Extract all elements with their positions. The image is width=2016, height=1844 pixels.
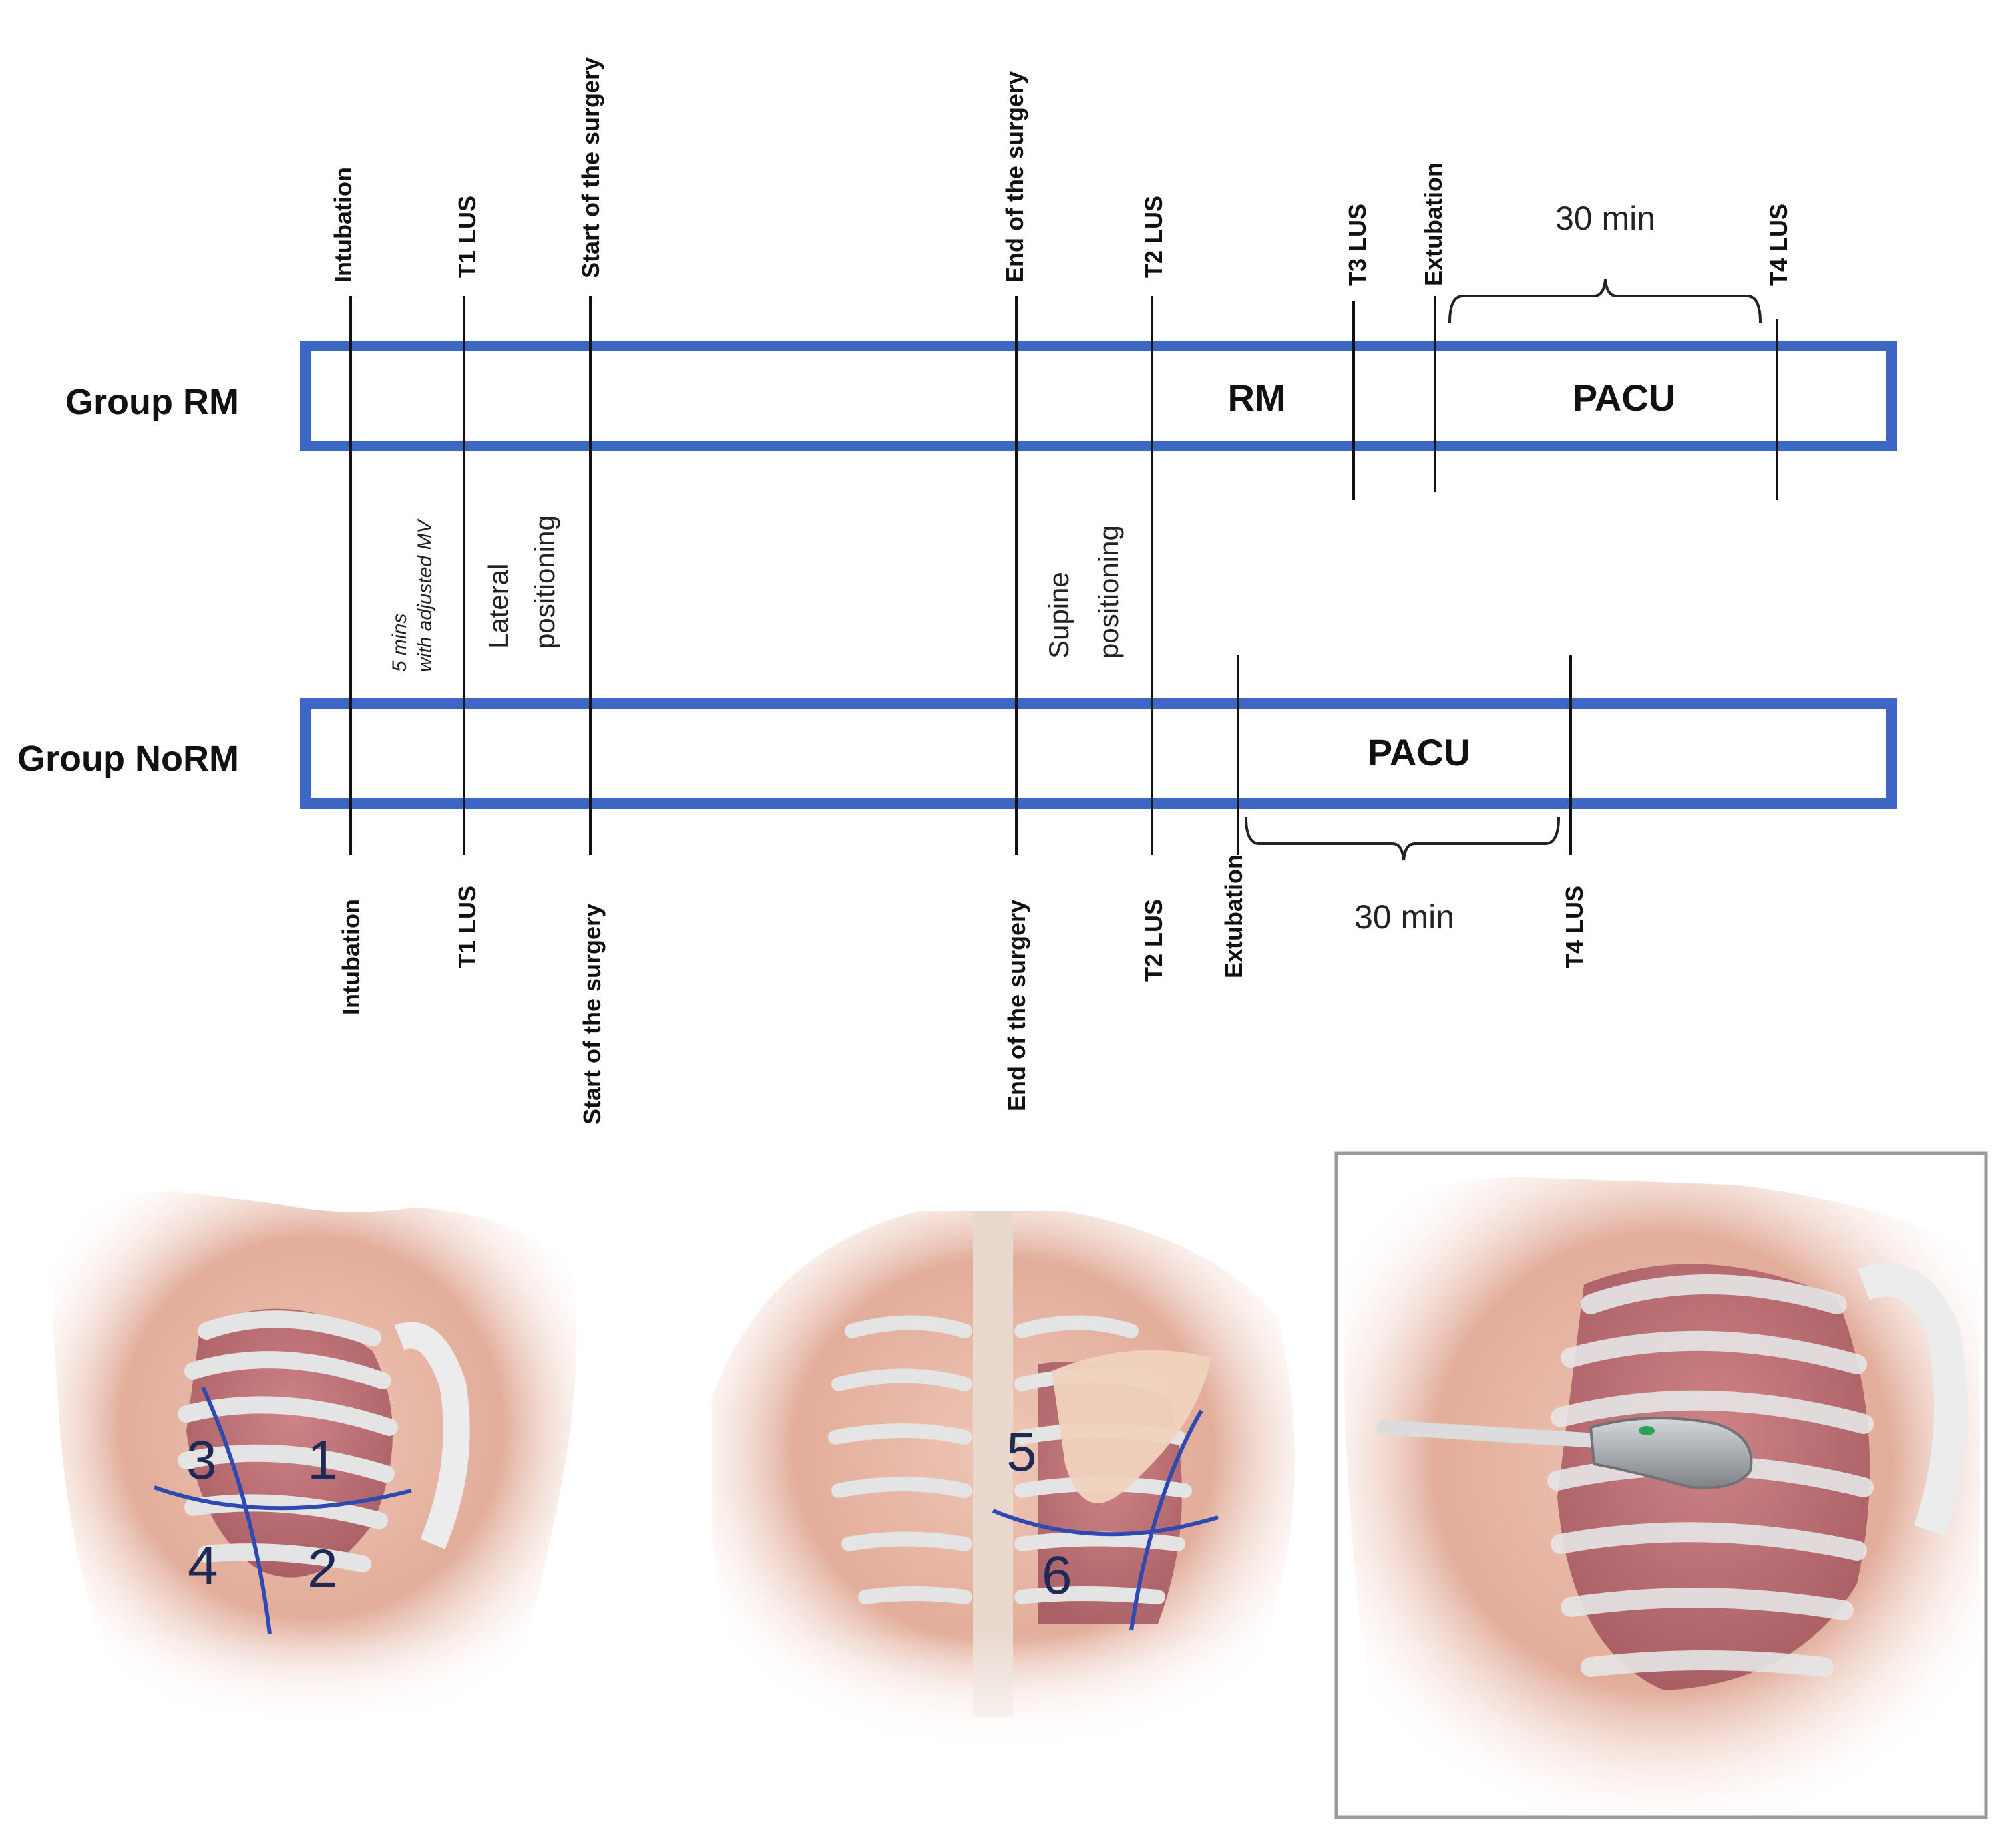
adjusted-mv-note: with adjusted MV <box>414 518 436 672</box>
norm-t1-label: T1 LUS <box>453 886 481 968</box>
front-vertical-zone-line <box>201 1386 272 1634</box>
inset-sternum <box>1858 1263 1968 1536</box>
rm-t4-label: T4 LUS <box>1765 204 1792 286</box>
back-illustration: 5 6 <box>699 1211 1311 1763</box>
zone-5-label: 5 <box>1006 1422 1037 1483</box>
zone-3-label: 3 <box>186 1430 217 1491</box>
norm-t4-label: T4 LUS <box>1561 886 1588 968</box>
group-norm-bar <box>300 698 1897 809</box>
lateral-note-line2: positioning <box>529 515 560 649</box>
group-norm-label: Group NoRM <box>17 739 239 779</box>
rm-start-label: Start of the surgery <box>577 57 604 278</box>
rm-end-label: End of the surgery <box>1001 71 1028 283</box>
probe-illustration-inset <box>1334 1151 1988 1819</box>
zone-4-label: 4 <box>188 1535 218 1596</box>
norm-t2-label: T2 LUS <box>1140 899 1167 982</box>
back-vertical-zone-line <box>1129 1409 1203 1631</box>
norm-extubation-label: Extubation <box>1220 854 1247 978</box>
rm-t1-label: T1 LUS <box>453 196 481 278</box>
rm-duration-label: 30 min <box>1555 200 1655 237</box>
front-ribs <box>178 1310 398 1572</box>
timeline-diagram: Group RM Group NoRM RM PACU PACU Intubat… <box>17 57 1897 1125</box>
probe-cable <box>1377 1420 1605 1448</box>
group-rm-bar <box>300 341 1897 451</box>
front-chest-illustration: 3 1 4 2 <box>40 1191 599 1763</box>
mins-note: 5 mins <box>389 614 411 672</box>
norm-duration-label: 30 min <box>1354 898 1454 936</box>
lateral-note-line1: Lateral <box>483 564 514 649</box>
zone-6-label: 6 <box>1042 1545 1072 1606</box>
front-sternum <box>394 1322 470 1549</box>
rm-t2-label: T2 LUS <box>1140 196 1167 278</box>
supine-note-line1: Supine <box>1043 572 1074 659</box>
rm-pacu-label: PACU <box>1573 377 1676 419</box>
inset-ribs <box>1547 1274 1874 1677</box>
zone-1-label: 1 <box>307 1430 338 1491</box>
rm-t3-label: T3 LUS <box>1344 204 1371 286</box>
front-horizontal-zone-line <box>153 1485 412 1511</box>
rm-phase-label: RM <box>1227 377 1285 419</box>
back-ribs <box>828 1315 1192 1604</box>
rm-duration-brace <box>1448 279 1762 323</box>
supine-note-line2: positioning <box>1093 525 1124 659</box>
norm-end-label: End of the surgery <box>1003 900 1030 1111</box>
ultrasound-probe <box>1589 1417 1753 1489</box>
probe-indicator-light <box>1639 1426 1655 1435</box>
group-rm-label: Group RM <box>65 382 239 422</box>
zone-2-label: 2 <box>307 1539 338 1599</box>
norm-intubation-label: Intubation <box>337 899 365 1015</box>
norm-duration-brace <box>1245 817 1560 861</box>
rm-intubation-label: Intubation <box>329 167 357 283</box>
back-horizontal-zone-line <box>992 1509 1219 1537</box>
rm-extubation-label: Extubation <box>1420 162 1447 286</box>
norm-start-label: Start of the surgery <box>578 904 606 1125</box>
back-scapula <box>1052 1350 1211 1503</box>
norm-pacu-label: PACU <box>1368 731 1471 773</box>
